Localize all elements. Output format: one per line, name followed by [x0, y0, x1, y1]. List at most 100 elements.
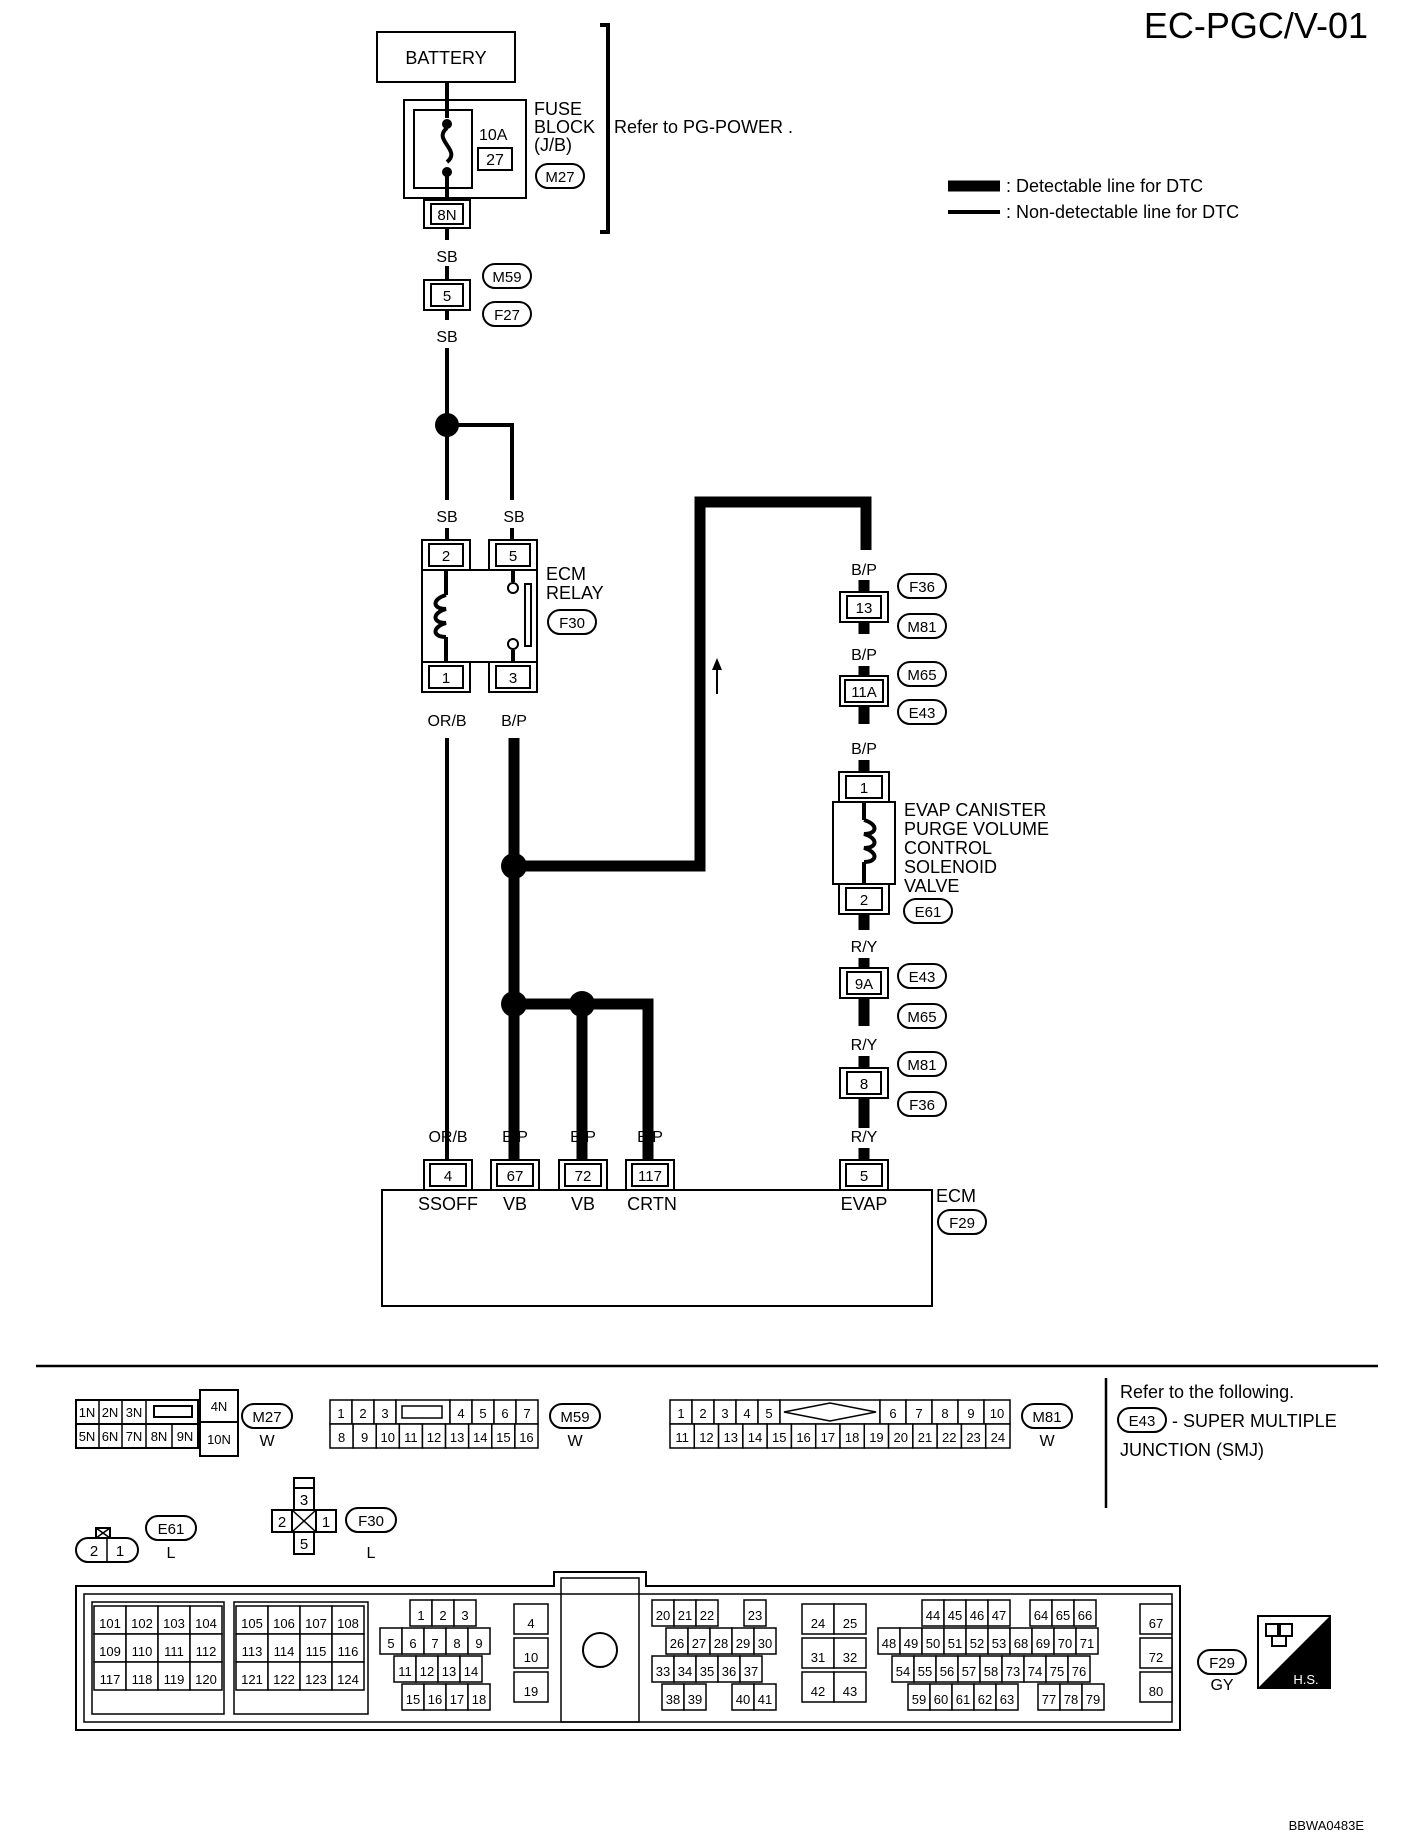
m81-pin: 21	[912, 1423, 938, 1449]
svg-text:2: 2	[90, 1543, 98, 1560]
f29-pin: 101	[93, 1605, 127, 1635]
svg-text:7N: 7N	[126, 1429, 143, 1444]
f29-pin-label: 23	[748, 1608, 762, 1623]
f29-pin: 80	[1139, 1671, 1173, 1703]
legend: : Detectable line for DTC : Non-detectab…	[948, 176, 1239, 222]
f29-pin-label: 26	[670, 1636, 684, 1651]
connector-m81-f36-8: 8 M81 F36	[839, 1051, 947, 1117]
f29-pin: 112	[189, 1633, 223, 1663]
f29-pin-label: 72	[1149, 1650, 1163, 1665]
f29-pin-label: 8	[453, 1636, 460, 1651]
f29-pin: 104	[189, 1605, 223, 1635]
m81-pin-label: 24	[991, 1430, 1005, 1445]
f29-pin-label: 51	[948, 1636, 962, 1651]
svg-text:2: 2	[860, 892, 868, 909]
f29-pin: 69	[1031, 1627, 1055, 1655]
f29-pin-label: 7	[431, 1636, 438, 1651]
m59-pin: 14	[467, 1423, 493, 1449]
svg-text:5: 5	[300, 1536, 308, 1553]
svg-text:5N: 5N	[79, 1429, 96, 1444]
ecm-terminal-117: 117	[625, 1159, 675, 1191]
f29-pin: 76	[1067, 1655, 1091, 1683]
m81-pin: 14	[742, 1423, 768, 1449]
f29-pin: 65	[1051, 1599, 1075, 1627]
f29-pin: 68	[1009, 1627, 1033, 1655]
svg-text:F30: F30	[358, 1513, 384, 1530]
m81-pin: 8	[931, 1399, 959, 1425]
f29-pin-label: 56	[940, 1664, 954, 1679]
ecm-terminal-72: 72	[558, 1159, 608, 1191]
f29-pin: 77	[1037, 1683, 1061, 1711]
svg-text:F27: F27	[494, 307, 520, 324]
f29-pin: 44	[921, 1599, 945, 1627]
f29-pin: 22	[695, 1599, 719, 1627]
svg-text:3: 3	[300, 1492, 308, 1509]
m81-pin-label: 21	[918, 1430, 932, 1445]
m59-pin: 11	[398, 1423, 424, 1449]
m59-pin-label: 7	[523, 1406, 530, 1421]
f29-pin: 10	[513, 1637, 549, 1669]
f29-pin-label: 114	[274, 1644, 295, 1659]
svg-text:1: 1	[442, 670, 450, 687]
f29-pin-label: 118	[132, 1672, 153, 1687]
f29-pin-label: 66	[1078, 1608, 1092, 1623]
m81-pin-label: 8	[941, 1406, 948, 1421]
f29-pin: 108	[331, 1605, 365, 1635]
m59-pin: 1	[329, 1399, 353, 1425]
f29-pin: 120	[189, 1661, 223, 1691]
f29-pin: 67	[1139, 1603, 1173, 1635]
m81-pin-label: 23	[966, 1430, 980, 1445]
m59-pin-label: 6	[501, 1406, 508, 1421]
f29-pin-label: 121	[241, 1672, 263, 1687]
f29-pin-label: 3	[461, 1608, 468, 1623]
m81-pin-label: 6	[889, 1406, 896, 1421]
f29-pin: 116	[331, 1633, 365, 1663]
f29-pin: 57	[957, 1655, 981, 1683]
f29-pin-label: 21	[678, 1608, 692, 1623]
svg-text:B/P: B/P	[502, 1129, 528, 1146]
svg-text:VB: VB	[571, 1194, 595, 1214]
f29-pin-label: 115	[306, 1644, 327, 1659]
m81-pin-label: 20	[893, 1430, 907, 1445]
fuse-block: 10A 27 FUSE BLOCK (J/B) M27 8N	[403, 99, 595, 229]
m59-pin: 4	[449, 1399, 473, 1425]
f29-pin: 6	[401, 1627, 425, 1655]
legend-non-detectable: : Non-detectable line for DTC	[1006, 202, 1239, 222]
m59-pin: 13	[444, 1423, 470, 1449]
m81-pin-label: 14	[748, 1430, 762, 1445]
f29-pin: 78	[1059, 1683, 1083, 1711]
m59-pin: 8	[329, 1423, 354, 1449]
fuse-label-2: BLOCK	[534, 117, 595, 137]
ecm-relay-label-2: RELAY	[546, 583, 604, 603]
m81-pin: 7	[905, 1399, 933, 1425]
f29-pin: 35	[695, 1655, 719, 1683]
connector-e43-m65-9a: 9A E43 M65	[839, 963, 947, 1029]
m59-pin: 10	[375, 1423, 401, 1449]
legend-detectable: : Detectable line for DTC	[1006, 176, 1203, 196]
f29-pin-label: 38	[666, 1692, 680, 1707]
f29-pin-label: 15	[406, 1692, 420, 1707]
f29-pin: 123	[299, 1661, 333, 1691]
svg-text:M65: M65	[907, 1009, 936, 1026]
m59-pin: 3	[373, 1399, 397, 1425]
m59-pin-label: 14	[473, 1430, 487, 1445]
fuse-connector-id: M27	[545, 169, 574, 186]
m81-pin: 24	[984, 1423, 1011, 1449]
f29-pin: 36	[717, 1655, 741, 1683]
f29-pin-label: 50	[926, 1636, 940, 1651]
battery: BATTERY	[376, 31, 516, 83]
f29-pin: 20	[651, 1599, 675, 1627]
f29-pin: 37	[739, 1655, 763, 1683]
svg-text:2N: 2N	[102, 1405, 119, 1420]
m81-pin-label: 5	[765, 1406, 772, 1421]
svg-text:M27: M27	[252, 1409, 281, 1426]
f29-pin: 3	[453, 1599, 477, 1627]
f29-pin: 21	[673, 1599, 697, 1627]
svg-text:L: L	[167, 1545, 176, 1562]
f29-pin: 13	[437, 1655, 461, 1683]
wire-color-bp-2: B/P	[851, 562, 877, 579]
f29-pin-label: 11	[398, 1664, 412, 1679]
f29-pin-label: 119	[164, 1672, 185, 1687]
